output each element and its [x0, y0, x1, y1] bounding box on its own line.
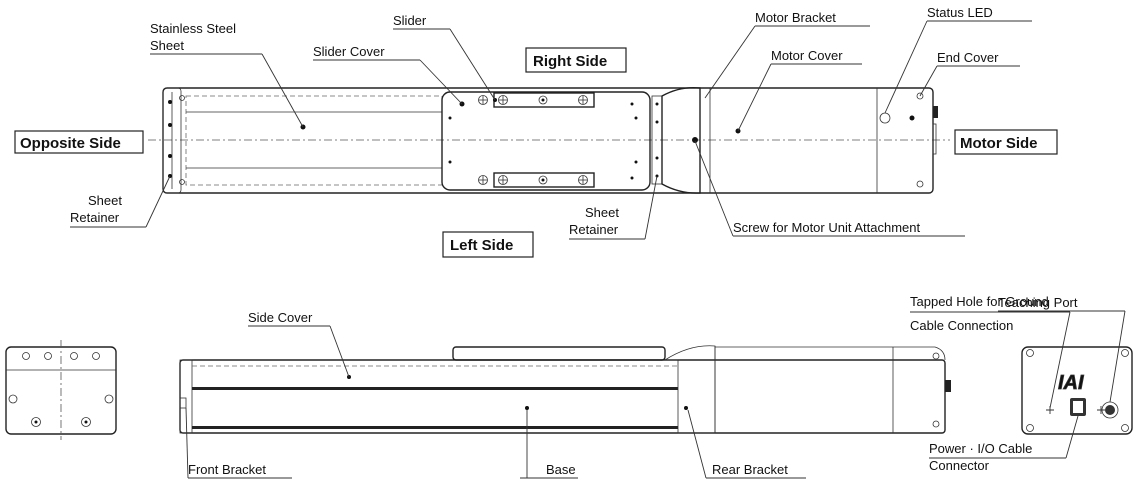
iai-logo: IAI: [1058, 372, 1084, 394]
top-body-outline: [162, 87, 934, 194]
right-side-box: [525, 47, 627, 73]
opposite-side-box: [14, 130, 144, 154]
top-view: [148, 86, 950, 194]
power-io-label-2: Connector: [929, 458, 990, 473]
motor-end-outline: [1021, 346, 1133, 435]
stainless-steel-label-1: Stainless Steel: [150, 21, 236, 36]
cap-screw-icon: [168, 154, 172, 158]
front-bracket-label: Front Bracket: [188, 462, 266, 477]
motor-side-label: Motor Side: [960, 135, 1038, 152]
rear-bracket-label: Rear Bracket: [712, 462, 788, 477]
opposite-side-label: Opposite Side: [20, 135, 121, 152]
power-io-label-1: Power · I/O Cable: [929, 441, 1032, 456]
status-led-icon: [879, 112, 891, 124]
end-cover-label: End Cover: [937, 50, 999, 65]
front-end-view: [5, 340, 117, 440]
side-cover-label: Side Cover: [248, 310, 313, 325]
sheet-retainer-left-label-1: Sheet: [88, 193, 122, 208]
side-body-outline: [179, 359, 946, 434]
motor-cover-label: Motor Cover: [771, 48, 843, 63]
cap-screw-icon: [168, 123, 172, 127]
side-cover-bar: [192, 387, 678, 390]
stainless-steel-label-2: Sheet: [150, 38, 184, 53]
status-led-label: Status LED: [927, 5, 993, 20]
tapped-hole-label-2: Cable Connection: [910, 318, 1013, 333]
tapped-hole-label-1: Tapped Hole for Ground: [910, 294, 1049, 309]
motor-side-box: [954, 129, 1058, 155]
slider-bottom: [493, 172, 595, 188]
motor-bracket-label: Motor Bracket: [755, 10, 836, 25]
sheet-retainer-right-label-2: Retainer: [569, 222, 619, 237]
base-bar: [192, 426, 678, 429]
top-front-cap: [162, 87, 182, 194]
sheet-retainer-left-label-2: Retainer: [70, 210, 120, 225]
slider-cover: [441, 91, 651, 191]
teaching-port-label: Teaching Port: [998, 295, 1078, 310]
right-side-label: Right Side: [533, 53, 607, 70]
sheet-retainer-right-label-1: Sheet: [585, 205, 619, 220]
motor-unit-screw: [692, 137, 698, 143]
cap-screw-icon: [168, 100, 172, 104]
side-front-cap: [179, 359, 193, 434]
side-motor-bracket: [663, 345, 716, 434]
base-label: Base: [546, 462, 576, 477]
stainless-steel-sheet: [185, 95, 443, 186]
bolt-icon: [478, 95, 488, 105]
motor-end-view: IAI: [1021, 346, 1133, 435]
slider-label: Slider: [393, 13, 427, 28]
left-side-label: Left Side: [450, 237, 513, 254]
side-view: [179, 345, 951, 434]
left-side-box: [442, 231, 534, 258]
slider-cover-label: Slider Cover: [313, 44, 385, 59]
side-top-lip: [452, 346, 666, 361]
motor-bracket: [661, 86, 701, 194]
end-cover-stub: [933, 106, 938, 118]
screw-motor-unit-label: Screw for Motor Unit Attachment: [733, 220, 921, 235]
